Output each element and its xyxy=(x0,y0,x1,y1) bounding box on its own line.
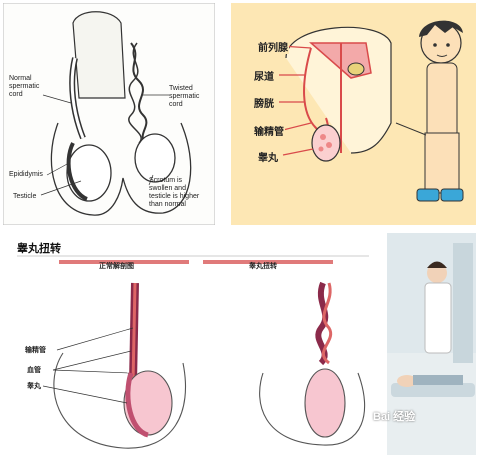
doctor-exam-photo xyxy=(387,233,476,455)
comparison-illustration xyxy=(17,255,369,449)
label-testis-cn: 睾丸 xyxy=(27,383,41,390)
normal-anatomy-heading: 正常解剖图 xyxy=(99,263,134,270)
label-testicle: Testicle xyxy=(13,193,37,200)
label-epididymis: Epididymis xyxy=(9,171,43,178)
cartoon-illustration xyxy=(231,3,476,225)
torsion-heading: 睾丸扭转 xyxy=(249,263,277,270)
label-blood-vessel: 血管 xyxy=(27,367,41,374)
torsion-diagram-english: Normal spermatic cord Twisted spermatic … xyxy=(3,3,215,225)
label-urethra: 尿道 xyxy=(253,68,275,83)
scrotum-illustration xyxy=(3,3,215,225)
label-twisted-cord: Twisted spermatic cord xyxy=(169,85,200,108)
label-prostate: 前列腺 xyxy=(257,39,289,54)
watermark: Bai 经验 xyxy=(373,411,416,423)
cartoon-anatomy: 前列腺 尿道 膀胱 输精管 睾丸 xyxy=(231,3,476,225)
label-testis: 睾丸 xyxy=(257,149,279,164)
label-bladder: 膀胱 xyxy=(253,95,275,110)
clinic-photo xyxy=(387,233,476,455)
label-vas-deferens: 输精管 xyxy=(253,123,285,138)
label-vas-deferens-cn: 输精管 xyxy=(25,347,46,354)
label-normal-cord: Normal spermatic cord xyxy=(9,75,40,98)
torsion-comparison: 睾丸扭转 正常解剖图 睾丸扭转 输精管 血管 睾丸 xyxy=(3,233,379,455)
comparison-title: 睾丸扭转 xyxy=(17,243,61,255)
label-scrotum-note: Scrotum is swollen and testicle is highe… xyxy=(149,177,200,208)
